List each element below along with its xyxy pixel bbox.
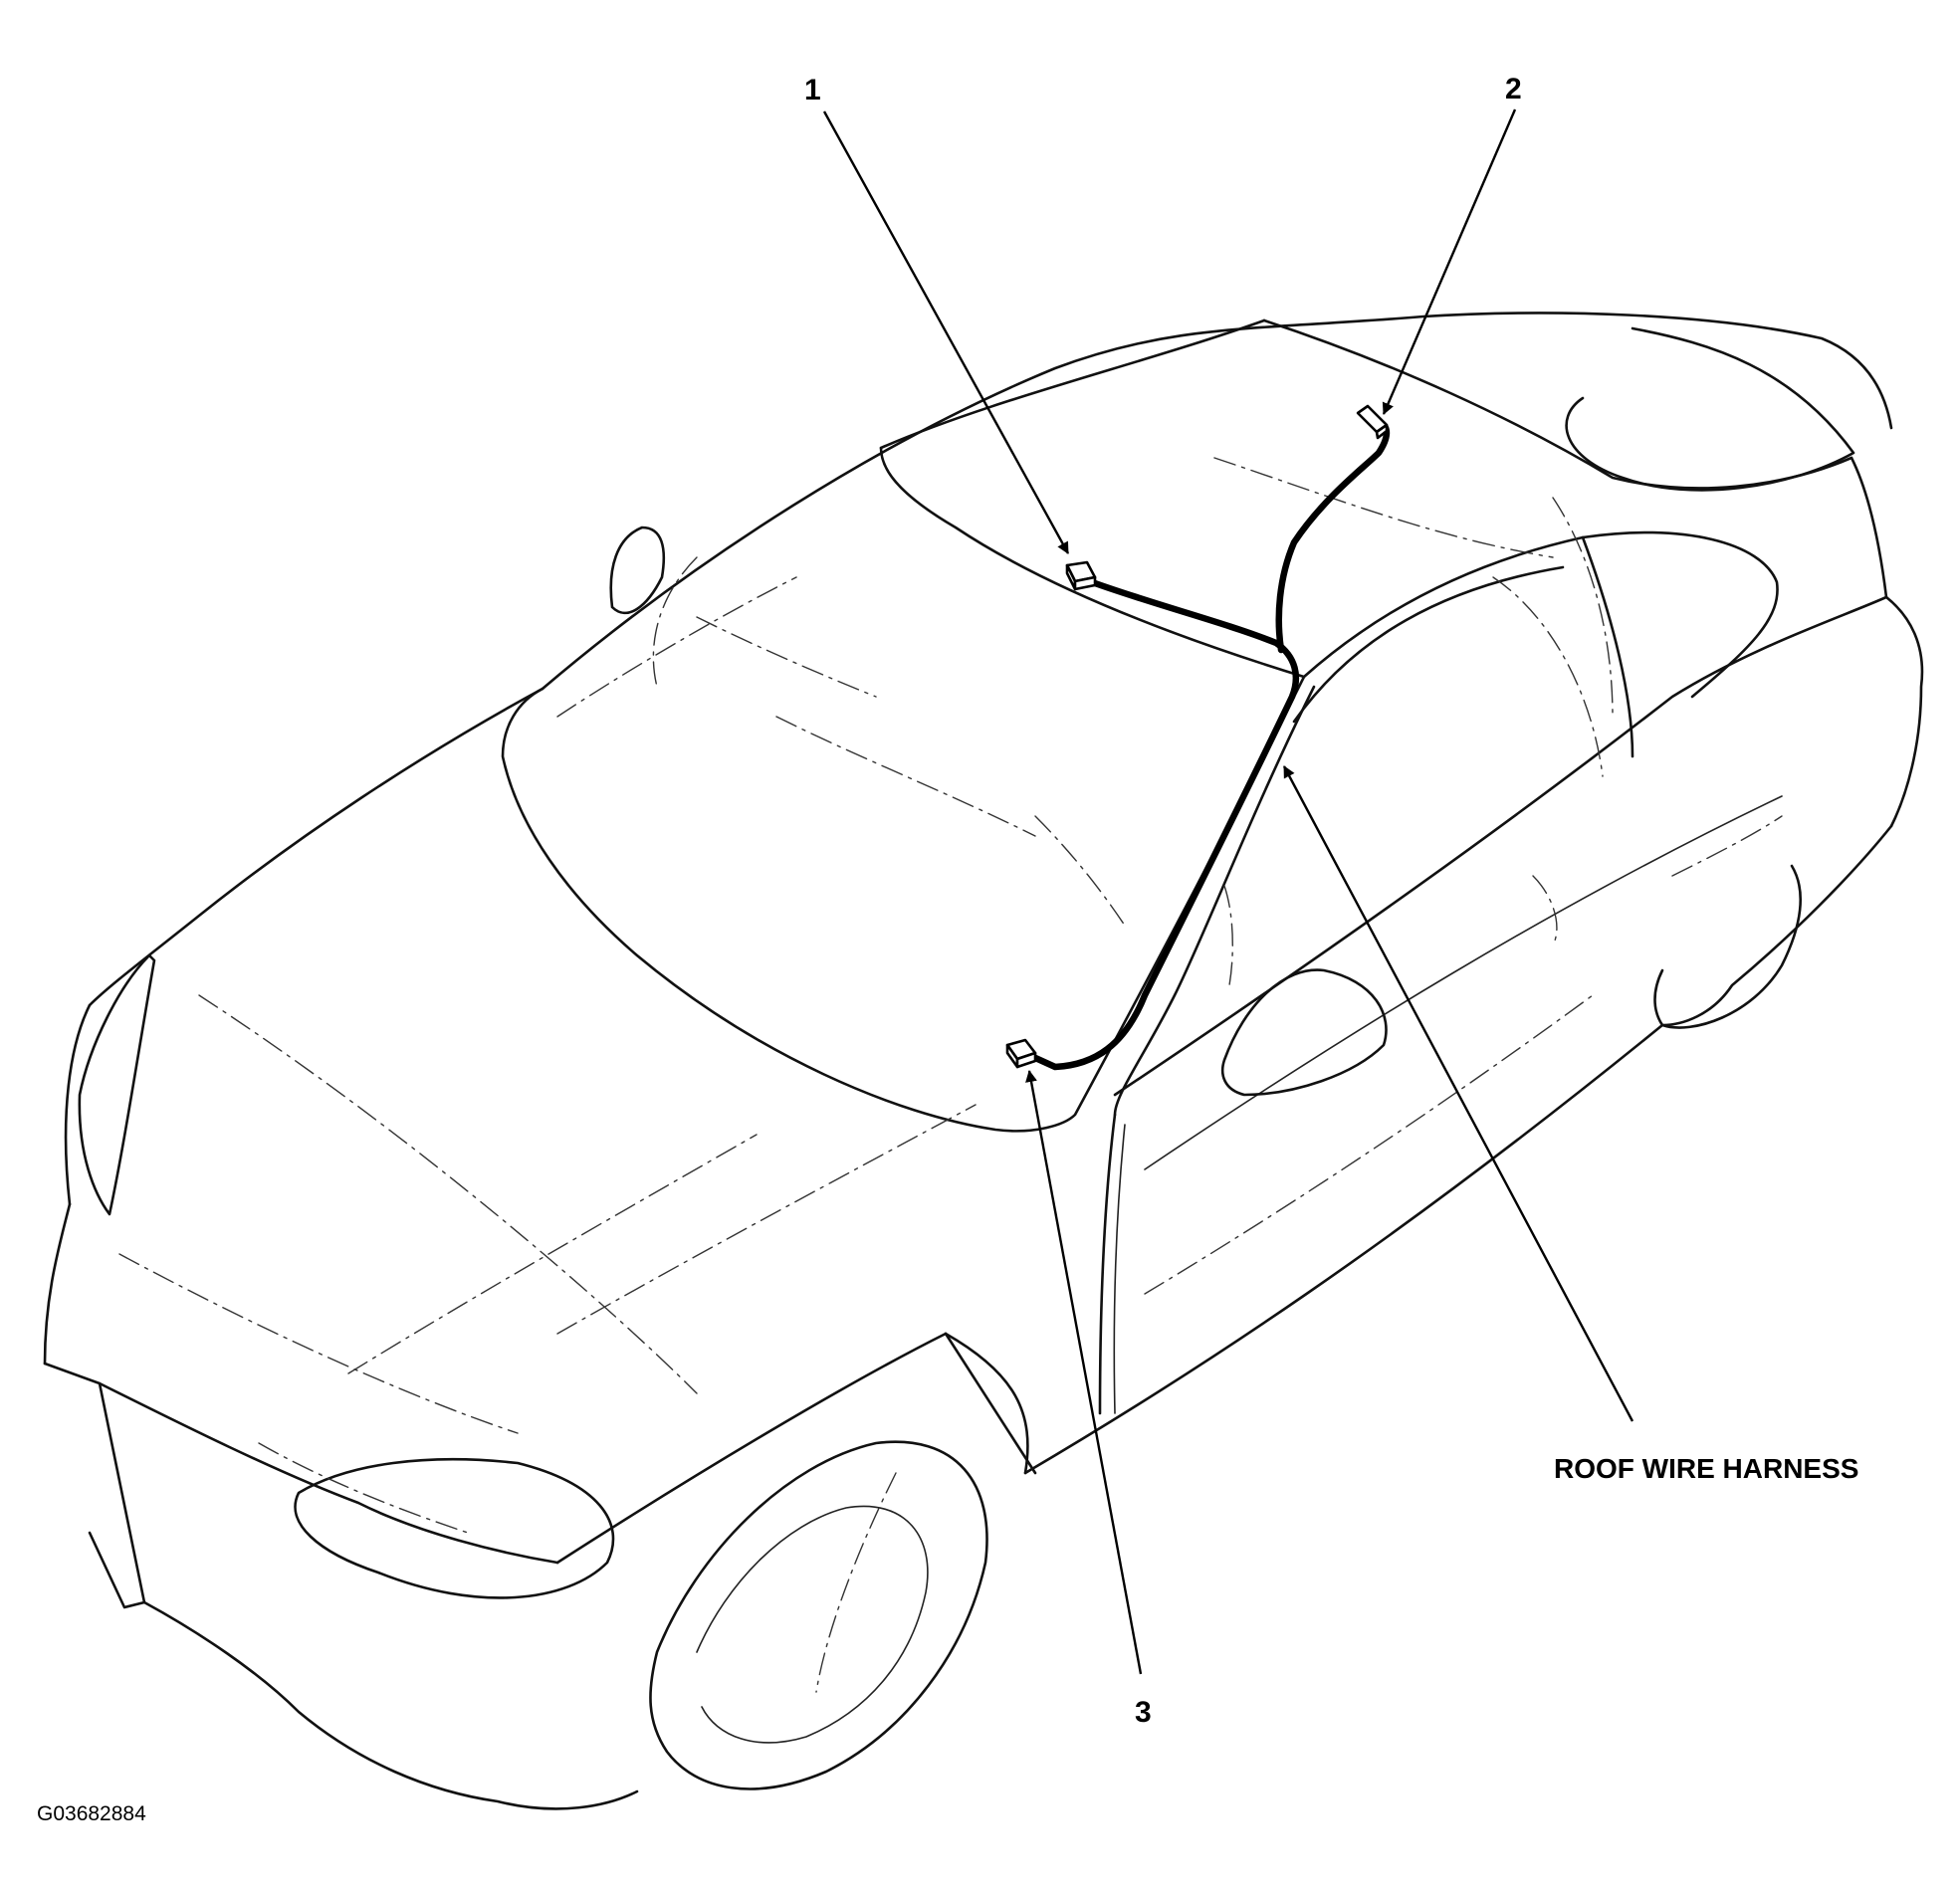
leader-line-1	[822, 110, 1070, 554]
windshield	[501, 675, 1306, 1133]
leader-line-harness	[1282, 765, 1634, 1422]
front-door	[1098, 1113, 1117, 1415]
side-window-frame	[1302, 530, 1779, 699]
harness-cable	[1029, 575, 1300, 1071]
figure-id: G03682884	[37, 1802, 146, 1825]
callout-3: 3	[1025, 1070, 1152, 1729]
front-fog-lamp	[294, 1457, 615, 1599]
callout-label-3: 3	[1135, 1696, 1152, 1729]
connector-2	[1356, 404, 1389, 440]
connector-3	[1005, 1038, 1037, 1069]
connector-1	[1065, 560, 1097, 591]
leader-line-3	[1025, 1070, 1143, 1675]
hood	[88, 687, 544, 1007]
roof-wire-harness	[1029, 419, 1391, 1071]
rear-roof-edge	[1262, 318, 1853, 490]
callout-label-1: 1	[804, 74, 821, 106]
callout-label-2: 2	[1505, 73, 1522, 105]
front-bumper	[98, 1381, 559, 1565]
harness-branch-to-2	[1275, 419, 1391, 654]
roof-wire-harness-label: ROOF WIRE HARNESS	[1554, 1453, 1858, 1484]
rear-wheel	[1660, 864, 1802, 1029]
harness-callout: ROOF WIRE HARNESS	[1282, 765, 1858, 1484]
rear-window	[1565, 326, 1855, 492]
callout-1: 1	[804, 74, 1070, 554]
left-mirror	[609, 526, 666, 615]
roof-outline	[541, 312, 1893, 691]
front-wheel	[649, 1440, 988, 1790]
hidden-lines	[118, 457, 1783, 1693]
left-headlight	[78, 953, 156, 1216]
callout-2: 2	[1382, 73, 1522, 415]
leader-line-2	[1382, 108, 1517, 415]
door-mirror	[1220, 968, 1388, 1097]
car-outline	[43, 312, 1924, 1810]
